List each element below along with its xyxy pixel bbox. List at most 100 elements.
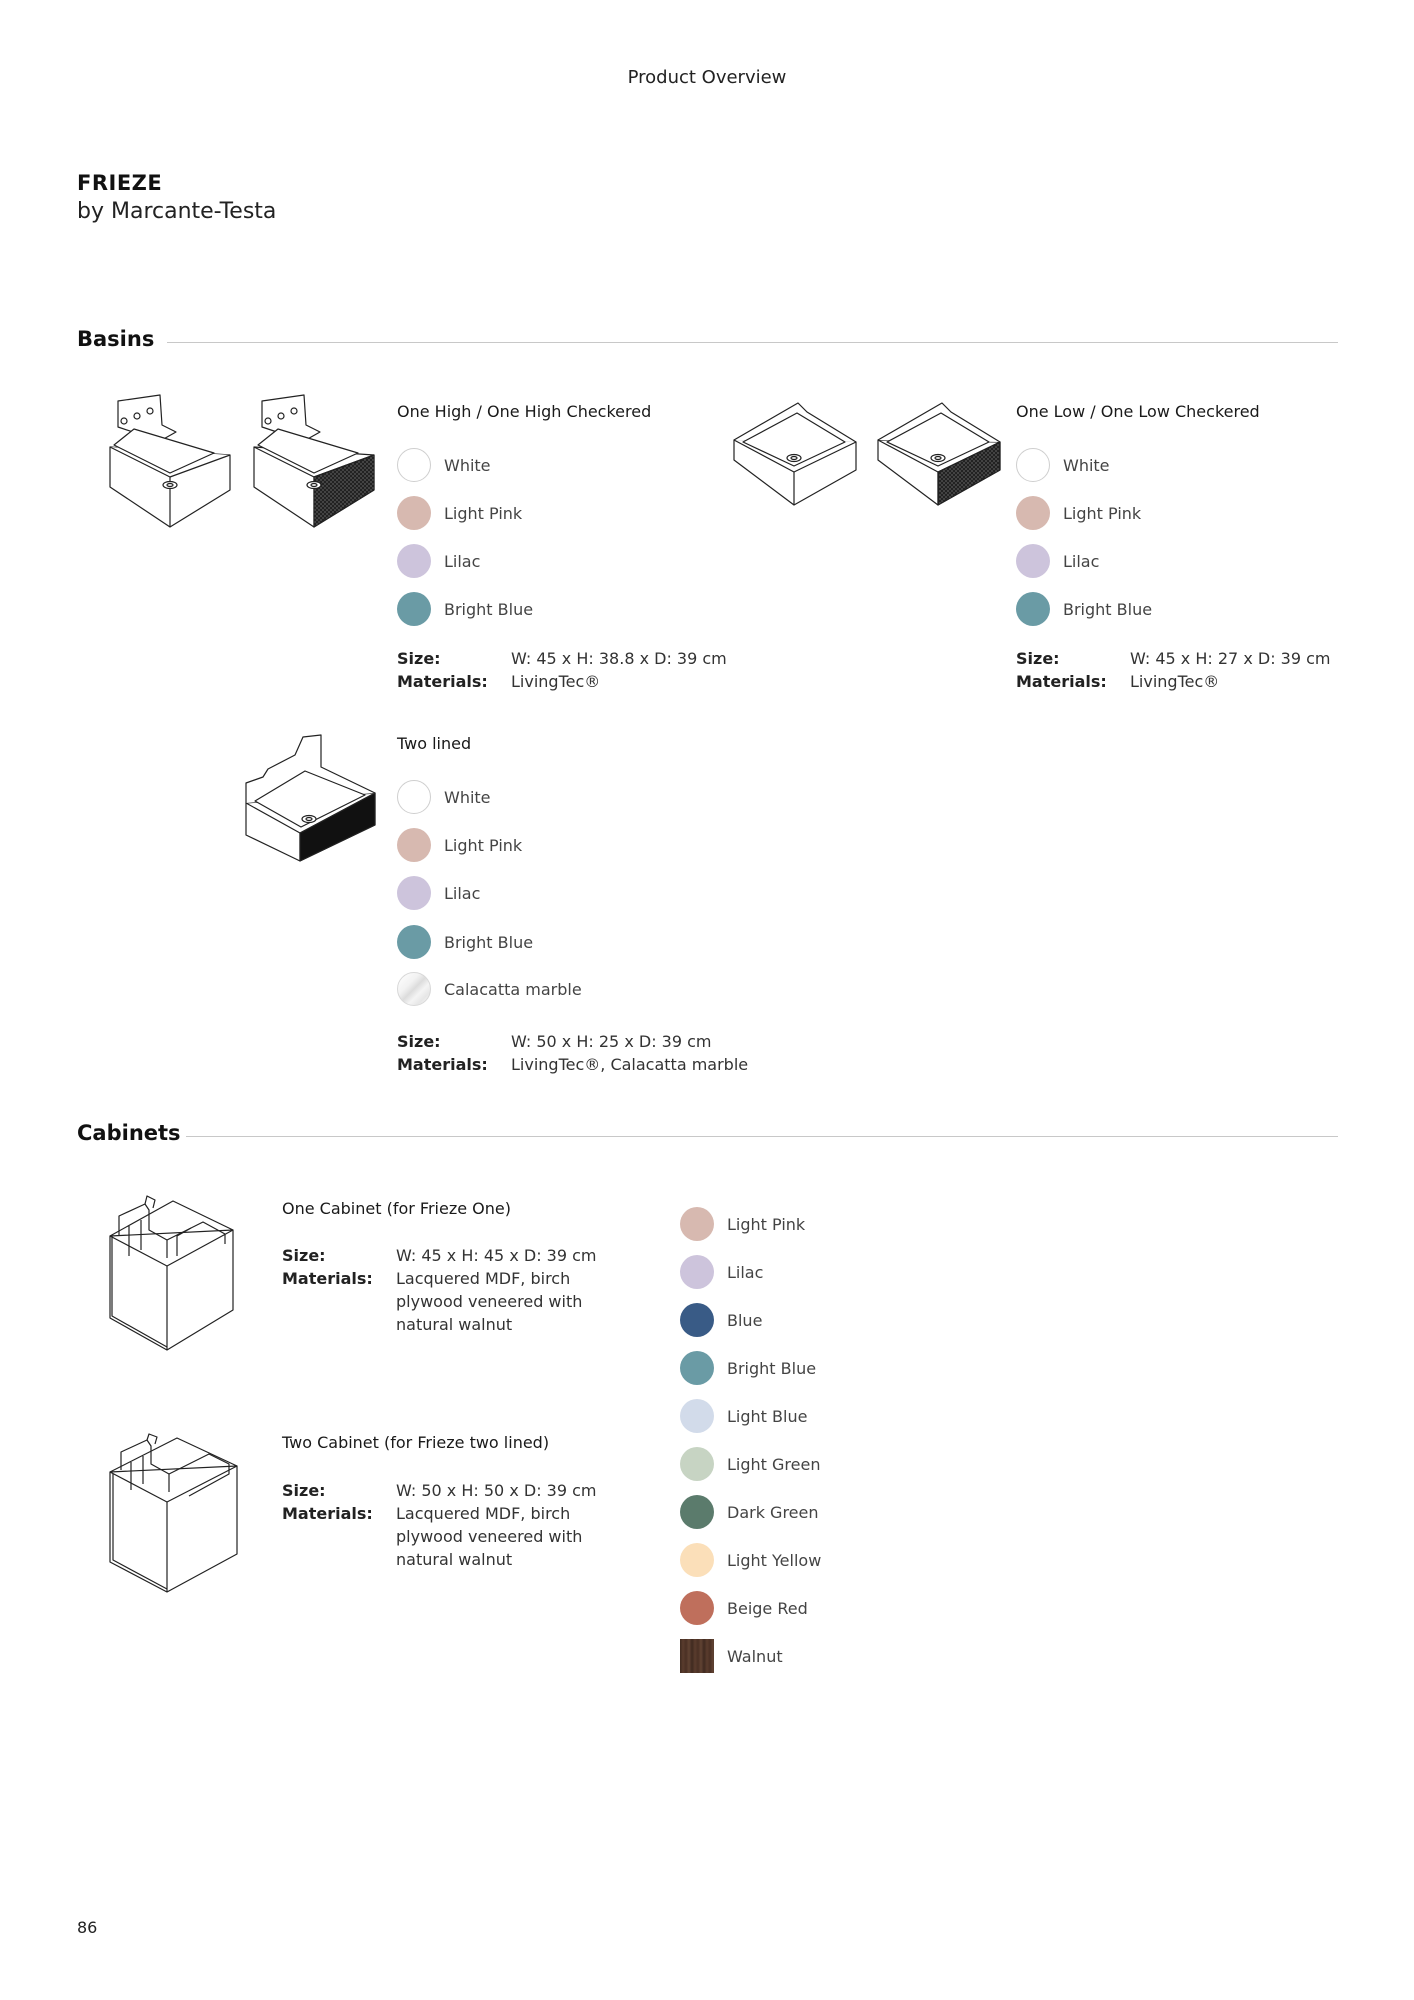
materials-line: plywood veneered with [396,1292,583,1311]
materials-label: Materials: [282,1504,373,1523]
cabinet-finish-walnut: Walnut [680,1638,783,1674]
light-pink-swatch [397,828,431,862]
lilac-swatch [680,1255,714,1289]
cabinet-finish-blue: Blue [680,1302,762,1338]
light-blue-swatch [680,1399,714,1433]
one-cabinet-illustration [107,1195,237,1352]
size-value: W: 45 x H: 45 x D: 39 cm [396,1246,597,1265]
basin-one-low-finish-light-pink: Light Pink [1016,495,1141,531]
finish-label: White [444,787,491,807]
basin-two-lined-finish-lilac: Lilac [397,875,480,911]
materials-line: Lacquered MDF, birch [396,1504,571,1523]
finish-label: Lilac [444,883,481,903]
product-name: FRIEZE [77,171,163,195]
size-value: W: 50 x H: 25 x D: 39 cm [511,1032,712,1051]
basin-one-low-title: One Low / One Low Checkered [1016,402,1260,421]
finish-label: Calacatta marble [444,979,582,999]
finish-label: White [444,455,491,475]
finish-label: Lilac [727,1262,764,1282]
cabinet-finish-light-green: Light Green [680,1446,820,1482]
finish-label: Bright Blue [727,1358,817,1378]
cabinet-finish-lilac: Lilac [680,1254,763,1290]
materials-value: Lacquered MDF, birch plywood veneered wi… [396,1267,582,1336]
cabinet-finish-bright-blue: Bright Blue [680,1350,816,1386]
light-green-swatch [680,1447,714,1481]
cabinet-finish-beige-red: Beige Red [680,1590,808,1626]
materials-value: Lacquered MDF, birch plywood veneered wi… [396,1502,582,1571]
materials-line: natural walnut [396,1315,513,1334]
dark-green-swatch [680,1495,714,1529]
one-high-basin-illustration [106,394,240,530]
basin-one-low-finish-lilac: Lilac [1016,543,1099,579]
finish-label: Light Yellow [727,1550,822,1570]
one-low-checkered-basin-illustration [875,400,1005,510]
finish-label: Beige Red [727,1598,808,1618]
two-cabinet-title: Two Cabinet (for Frieze two lined) [282,1433,550,1452]
size-value: W: 45 x H: 38.8 x D: 39 cm [511,649,727,668]
two-cabinet-illustration [107,1433,241,1594]
white-swatch [397,448,431,482]
finish-label: Light Pink [444,835,523,855]
basin-one-high-title: One High / One High Checkered [397,402,652,421]
materials-value: LivingTec® [511,672,601,691]
basins-section-title: Basins [77,327,155,351]
basin-two-lined-specs: Size: W: 50 x H: 25 x D: 39 cm Materials:… [397,1030,748,1076]
finish-label: Bright Blue [1063,599,1153,619]
bright-blue-swatch [397,592,431,626]
size-label: Size: [282,1481,326,1500]
basin-two-lined-title: Two lined [397,734,472,753]
materials-label: Materials: [282,1269,373,1288]
two-cabinet-specs: Size: W: 50 x H: 50 x D: 39 cm Materials:… [282,1479,597,1571]
product-designer: by Marcante-Testa [77,199,277,224]
one-high-checkered-basin-illustration [250,394,384,530]
blue-swatch [680,1303,714,1337]
finish-label: Lilac [1063,551,1100,571]
materials-label: Materials: [397,672,488,691]
basin-one-high-finish-white: White [397,447,491,483]
size-label: Size: [397,1032,441,1051]
basin-one-low-finish-white: White [1016,447,1110,483]
two-lined-basin-illustration [243,734,377,865]
light-pink-swatch [680,1207,714,1241]
basin-one-high-specs: Size: W: 45 x H: 38.8 x D: 39 cm Material… [397,647,727,693]
bright-blue-swatch [680,1351,714,1385]
basin-two-lined-finish-white: White [397,779,491,815]
basin-one-high-finish-bright-blue: Bright Blue [397,591,533,627]
finish-label: Bright Blue [444,932,534,952]
cabinets-section-title: Cabinets [77,1121,181,1145]
cabinet-finish-light-pink: Light Pink [680,1206,805,1242]
finish-label: Light Green [727,1454,821,1474]
size-label: Size: [397,649,441,668]
finish-label: Blue [727,1310,763,1330]
cabinet-finish-light-blue: Light Blue [680,1398,807,1434]
cabinet-finish-light-yellow: Light Yellow [680,1542,821,1578]
size-value: W: 50 x H: 50 x D: 39 cm [396,1481,597,1500]
finish-label: Light Pink [444,503,523,523]
size-label: Size: [282,1246,326,1265]
calacatta-marble-swatch [397,972,431,1006]
finish-label: Dark Green [727,1502,819,1522]
finish-label: Walnut [727,1646,783,1666]
materials-label: Materials: [1016,672,1107,691]
finish-label: Bright Blue [444,599,534,619]
one-cabinet-specs: Size: W: 45 x H: 45 x D: 39 cm Materials:… [282,1244,597,1336]
size-value: W: 45 x H: 27 x D: 39 cm [1130,649,1331,668]
basin-two-lined-finish-bright-blue: Bright Blue [397,924,533,960]
beige-red-swatch [680,1591,714,1625]
materials-label: Materials: [397,1055,488,1074]
materials-line: natural walnut [396,1550,513,1569]
lilac-swatch [397,544,431,578]
finish-label: Light Pink [1063,503,1142,523]
page-header-title: Product Overview [627,67,787,88]
basin-one-low-specs: Size:W: 45 x H: 27 x D: 39 cm Materials:… [1016,647,1331,693]
basin-one-low-finish-bright-blue: Bright Blue [1016,591,1152,627]
one-low-basin-illustration [731,400,861,510]
materials-line: plywood veneered with [396,1527,583,1546]
bright-blue-swatch [397,925,431,959]
light-pink-swatch [1016,496,1050,530]
light-yellow-swatch [680,1543,714,1577]
materials-line: Lacquered MDF, birch [396,1269,571,1288]
light-pink-swatch [397,496,431,530]
finish-label: Light Blue [727,1406,808,1426]
